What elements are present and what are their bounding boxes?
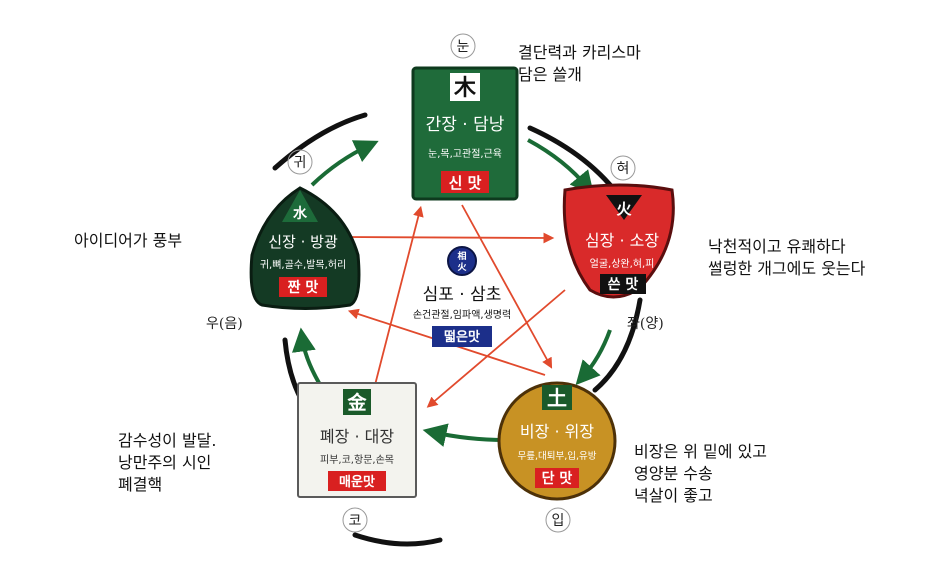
- wood-organs: 간장 · 담낭: [426, 115, 505, 135]
- note-wood-gallbladder: 결단력과 카리스마 담은 쓸개: [518, 43, 641, 84]
- water-organs: 신장 · 방광: [268, 233, 338, 251]
- center-symbol-circle: [447, 246, 477, 276]
- nose-label: 코: [349, 513, 362, 529]
- water-element: 水 신장 · 방광 귀,뼈,골수,발목,허리 짠 맛: [249, 186, 361, 310]
- generating-arrows: [291, 138, 612, 447]
- earth-element: 土 비장 · 위장 무릎,대퇴부,입,유방 단 맛: [497, 381, 617, 501]
- water-body-parts: 귀,뼈,골수,발목,허리: [260, 259, 346, 271]
- sense-labels: 눈 귀 혀 입 코 좌(양) 우(음): [206, 33, 664, 533]
- earth-symbol: 土: [547, 386, 567, 410]
- wood-body-parts: 눈,목,고관절,근육: [428, 147, 502, 160]
- ear-label: 귀: [294, 155, 307, 171]
- wood-card: [411, 66, 519, 201]
- tongue-label-ring: [610, 155, 636, 181]
- wood-taste: 신 맛: [449, 174, 482, 192]
- note-water-ideas: 아이디어가 풍부: [74, 231, 183, 250]
- metal-organs: 폐장 · 대장: [320, 427, 394, 446]
- metal-taste-box: [328, 471, 386, 491]
- metal-symbol-box: [343, 389, 371, 415]
- earth-card: [497, 381, 617, 501]
- note-metal-sensitive: 감수성이 발달. 낭만주의 시인 폐결핵: [118, 431, 217, 494]
- controlling-arrows: [344, 204, 566, 408]
- earth-body-parts: 무릎,대퇴부,입,유방: [518, 450, 597, 462]
- fire-taste: 쓴 맛: [608, 276, 639, 293]
- metal-element: 金 폐장 · 대장 피부,코,항문,손목 매운맛: [297, 382, 417, 498]
- note-fire-cheerful: 낙천적이고 유쾌하다 썰렁한 개그에도 웃는다: [708, 237, 866, 278]
- tongue-label: 혀: [617, 161, 630, 177]
- water-symbol: 水: [293, 205, 308, 222]
- fire-symbol: 火: [616, 200, 632, 218]
- fire-body-parts: 얼굴,상완,혀,피: [590, 258, 655, 270]
- eye-label-ring: [450, 33, 476, 59]
- wood-element: 木 간장 · 담낭 눈,목,고관절,근육 신 맛: [411, 66, 519, 201]
- right-side-label: 좌(양): [627, 316, 664, 332]
- mouth-label: 입: [552, 513, 565, 529]
- earth-taste-box: [535, 468, 579, 488]
- water-symbol-box: [282, 190, 318, 222]
- center-element: 相 火 심포 · 삼초 손건관절,임파액,생명력 떫은맛: [413, 246, 511, 347]
- center-symbol-bottom: 火: [457, 262, 467, 273]
- fire-element: 火 심장 · 소장 얼굴,상완,혀,피 쓴 맛: [562, 183, 675, 299]
- metal-taste: 매운맛: [339, 474, 375, 490]
- center-taste-box: [432, 326, 492, 347]
- fire-organs: 심장 · 소장: [585, 231, 659, 250]
- water-taste: 짠 맛: [288, 279, 319, 296]
- metal-card: [297, 382, 417, 498]
- center-organs: 심포 · 삼초: [423, 285, 502, 305]
- water-taste-box: [279, 277, 327, 297]
- metal-body-parts: 피부,코,항문,손목: [320, 454, 394, 466]
- nose-label-ring: [342, 507, 368, 533]
- eye-label: 눈: [457, 39, 470, 55]
- note-earth-spleen: 비장은 위 밑에 있고 영양분 수송 녁살이 좋고: [634, 442, 768, 505]
- fire-taste-box: [600, 274, 646, 294]
- wood-taste-box: [441, 171, 489, 193]
- ear-label-ring: [287, 149, 313, 175]
- earth-organs: 비장 · 위장: [520, 422, 594, 441]
- earth-symbol-box: [542, 385, 572, 410]
- wood-symbol-box: [450, 73, 480, 101]
- center-taste: 떫은맛: [444, 329, 480, 345]
- mouth-label-ring: [545, 507, 571, 533]
- water-card: [249, 186, 361, 310]
- center-symbol-top: 相: [457, 250, 466, 262]
- fire-symbol-box: [606, 195, 642, 220]
- left-side-label: 우(음): [206, 316, 243, 332]
- center-body-parts: 손건관절,임파액,생명력: [413, 308, 511, 321]
- wood-symbol: 木: [453, 75, 477, 101]
- metal-symbol: 金: [346, 391, 367, 414]
- earth-taste: 단 맛: [542, 470, 573, 487]
